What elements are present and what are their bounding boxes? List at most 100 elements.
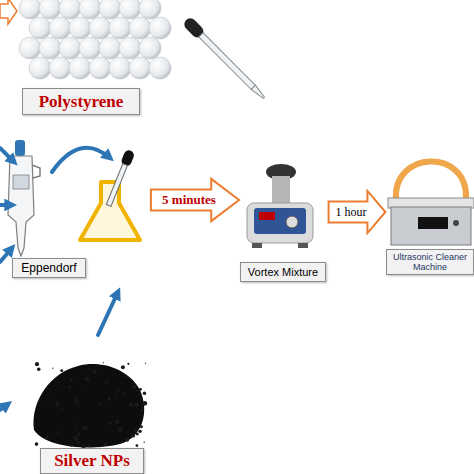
powder-grain (107, 398, 110, 401)
powder-grain (138, 430, 141, 433)
dropper-tube (199, 33, 256, 90)
polystyrene-sphere (69, 17, 91, 39)
ultrasonic-cleaner (388, 161, 474, 245)
powder-grain (37, 367, 41, 371)
powder-grain (77, 404, 79, 406)
cleaner-hose (396, 161, 466, 200)
powder-grain (141, 405, 143, 407)
powder-grain (75, 428, 77, 430)
powder-grain (140, 409, 142, 411)
powder-grain (118, 389, 120, 391)
pipette-hook (32, 165, 40, 178)
polystyrene-sphere (149, 17, 171, 39)
label-box: Vortex Mixture (240, 262, 326, 282)
label-text: Eppendorf (21, 261, 76, 275)
powder-grain (136, 389, 139, 392)
flask (80, 149, 140, 240)
block-arrow-outline (329, 191, 386, 233)
label-box: Ultrasonic Cleaner Machine (386, 249, 474, 275)
pipette-display (13, 175, 29, 189)
powder-grain (145, 363, 146, 364)
polystyrene-sphere (149, 57, 171, 79)
powder-grain (136, 433, 139, 436)
powder-grain (68, 386, 71, 389)
powder-grain (140, 425, 143, 428)
powder-grain (135, 444, 138, 447)
powder-grain (135, 403, 139, 407)
powder-grain (129, 403, 133, 407)
orange-arrow (0, 0, 17, 24)
powder-grain (134, 429, 137, 432)
powder-grain (61, 408, 63, 410)
powder-grain (143, 401, 148, 406)
powder-grain (88, 368, 90, 370)
powder-grain (121, 365, 125, 369)
powder-grain (124, 375, 127, 378)
blue-arrow (0, 203, 12, 207)
blue-arrow (52, 148, 110, 172)
polystyrene-sphere (19, 0, 41, 19)
flask-outline (80, 182, 140, 240)
blue-arrow (0, 404, 8, 410)
powder-grain (74, 398, 77, 401)
powder-grain (144, 441, 145, 442)
polystyrene-sphere (39, 0, 61, 19)
dropper (182, 16, 268, 102)
powder-grain (57, 431, 59, 433)
pipette (8, 140, 40, 256)
powder-grain (108, 397, 111, 400)
vortex-mixer (247, 164, 313, 248)
powder-grain (103, 443, 107, 447)
powder-grain (106, 381, 109, 384)
powder-grain (118, 427, 123, 432)
silver-powder (34, 362, 148, 449)
label-box: Eppendorf (12, 258, 86, 278)
polystyrene-sphere (49, 17, 71, 39)
block-arrow: 1 hour (328, 190, 386, 234)
powder-grain (125, 438, 129, 442)
powder-grain (141, 399, 142, 400)
cleaner-tub (391, 207, 471, 245)
powder-grain (115, 420, 119, 424)
mixer-column (272, 176, 290, 206)
label-box: Polystyrene (22, 88, 140, 115)
polystyrene-sphere (119, 37, 141, 59)
powder-grain (70, 444, 73, 447)
powder-grain (75, 438, 79, 442)
polystyrene-sphere (119, 0, 141, 19)
mixer-panel (254, 208, 306, 234)
powder-grain (35, 442, 39, 446)
powder-grain (132, 385, 136, 389)
powder-grain (103, 362, 104, 363)
powder-grain (122, 392, 125, 395)
cleaner-button (453, 220, 459, 226)
powder-grain (98, 402, 102, 406)
polystyrene-sphere (19, 37, 41, 59)
mixer-foot (252, 243, 262, 248)
powder-grain (84, 426, 88, 430)
powder-grain (139, 388, 142, 391)
powder-grain (86, 389, 88, 391)
label-text: Vortex Mixture (248, 266, 318, 278)
powder-grain (127, 363, 129, 365)
polystyrene-sphere (99, 37, 121, 59)
label-box: Silver NPs (40, 448, 144, 474)
dropper-tip (251, 85, 266, 100)
polystyrene-spheres (19, 0, 171, 79)
blue-arrow (0, 148, 14, 162)
label-text: Ultrasonic Cleaner Machine (387, 252, 473, 272)
polystyrene-sphere (109, 57, 131, 79)
powder-grain (73, 436, 77, 440)
powder-grain (143, 392, 146, 395)
polystyrene-sphere (49, 57, 71, 79)
powder-grain (85, 377, 89, 381)
polystyrene-sphere (59, 37, 81, 59)
blue-arrow (0, 248, 12, 262)
label-text: Polystyrene (39, 92, 124, 112)
powder-grain (70, 379, 73, 382)
polystyrene-sphere (29, 57, 51, 79)
powder-grain (112, 419, 113, 420)
polystyrene-sphere (79, 0, 101, 19)
block-arrow-outline (151, 179, 239, 221)
